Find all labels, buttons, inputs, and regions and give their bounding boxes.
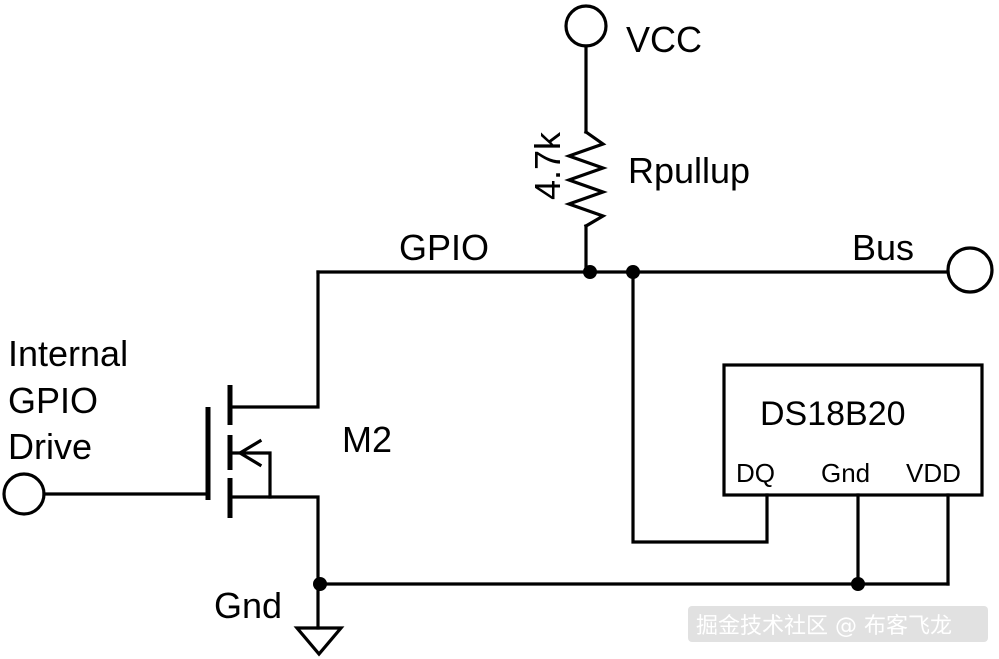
bus-terminal bbox=[946, 246, 994, 294]
pin-dq-label: DQ bbox=[736, 458, 775, 488]
resistor-value-label: 4.7k bbox=[527, 131, 568, 200]
drain-wire bbox=[228, 270, 320, 409]
junction-dot-resistor bbox=[583, 265, 597, 279]
internal-label-line2: GPIO bbox=[8, 380, 98, 421]
source-wire bbox=[228, 495, 320, 586]
gpio-label: GPIO bbox=[399, 227, 489, 268]
watermark: 掘金技术社区 @ 布客飞龙 bbox=[696, 614, 952, 639]
transistor-label: M2 bbox=[342, 419, 392, 460]
pin-vdd-label: VDD bbox=[906, 458, 961, 488]
chip-name-label: DS18B20 bbox=[760, 395, 906, 433]
vcc-terminal bbox=[564, 4, 608, 48]
resistor-name-label: Rpullup bbox=[628, 150, 750, 191]
pin-gnd-label: Gnd bbox=[821, 458, 870, 488]
mosfet-arrow bbox=[236, 438, 263, 468]
junction-dot-source bbox=[313, 577, 327, 591]
bus-label: Bus bbox=[852, 227, 914, 268]
ds18b20-chip bbox=[722, 363, 984, 497]
ground-symbol bbox=[293, 626, 345, 657]
ground-label: Gnd bbox=[214, 585, 282, 626]
mosfet-body-wire bbox=[228, 451, 272, 499]
pullup-resistor bbox=[564, 129, 608, 229]
vcc-label: VCC bbox=[626, 19, 702, 60]
internal-label-line3: Drive bbox=[8, 426, 92, 467]
internal-label-line1: Internal bbox=[8, 333, 128, 374]
gate-input-terminal bbox=[2, 472, 46, 516]
watermark-backdrop bbox=[688, 606, 988, 642]
dq-wire bbox=[631, 270, 769, 544]
